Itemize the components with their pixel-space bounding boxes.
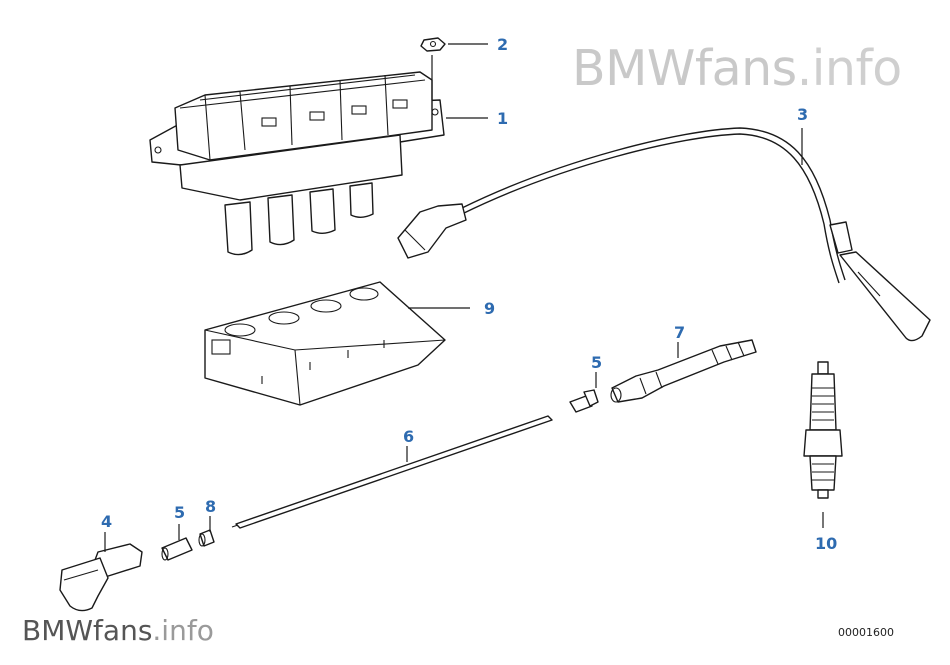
angled-plug-connector[interactable] [59,543,143,612]
callout-8: 8 [205,497,216,516]
callout-7: 7 [674,323,685,342]
callout-6: 6 [403,427,414,446]
cover[interactable] [204,281,446,406]
cable[interactable] [231,415,553,529]
callout-5-upper: 5 [591,353,602,372]
watermark-bottom: BMWfans.info [22,614,214,647]
ring[interactable] [198,529,215,547]
spark-plug[interactable] [803,361,843,499]
callout-9: 9 [484,299,495,318]
nut[interactable] [420,37,446,100]
ignition-lead[interactable] [397,127,931,342]
ignition-coil[interactable] [149,71,445,256]
callout-1: 1 [497,109,508,128]
diagram-code: 00001600 [838,626,894,639]
callout-2: 2 [497,35,508,54]
connector-lower[interactable] [161,537,193,561]
connector-upper[interactable] [569,389,599,413]
callout-4: 4 [101,512,112,531]
suppression-connector[interactable] [610,339,757,403]
callout-5-lower: 5 [174,503,185,522]
watermark-top: BMWfans.info [572,40,902,97]
leader-lines [104,43,824,552]
callout-3: 3 [797,105,808,124]
callout-10: 10 [815,534,837,553]
